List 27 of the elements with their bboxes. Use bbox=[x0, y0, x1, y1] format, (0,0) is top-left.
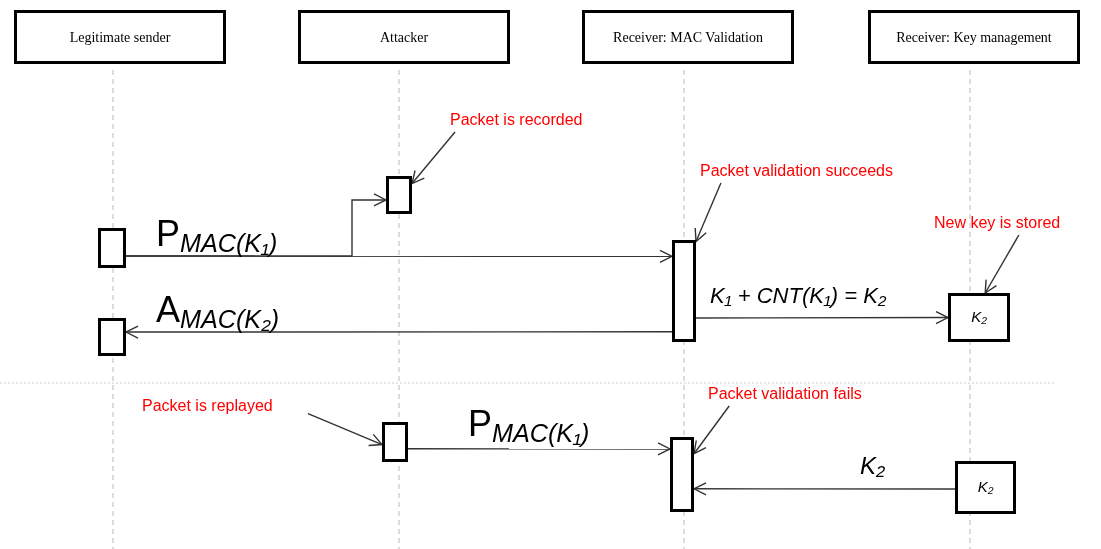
activation-bar bbox=[98, 318, 126, 356]
leader-arrow bbox=[984, 234, 1020, 294]
annotation-text: Packet is replayed bbox=[142, 394, 308, 418]
activation-bar bbox=[672, 240, 696, 342]
annotation-text: Packet is recorded bbox=[450, 108, 625, 132]
annotation-text: Packet validation fails bbox=[708, 382, 908, 406]
annotation-text: New key is stored bbox=[934, 211, 1098, 235]
leader-arrow bbox=[411, 131, 456, 185]
message-arrow bbox=[125, 193, 387, 257]
activation-bar bbox=[386, 176, 412, 214]
activation-bar bbox=[670, 437, 694, 512]
participant-box: Attacker bbox=[298, 10, 510, 64]
participant-box: Receiver: MAC Validation bbox=[582, 10, 794, 64]
annotation-text: Packet validation succeeds bbox=[700, 159, 948, 183]
leader-arrow bbox=[307, 412, 383, 447]
leader-arrow bbox=[694, 182, 722, 243]
participant-box: Receiver: Key management bbox=[868, 10, 1080, 64]
activation-bar bbox=[382, 422, 408, 462]
activation-bar bbox=[98, 228, 126, 268]
participant-box: Legitimate sender bbox=[14, 10, 226, 64]
message-arrow bbox=[125, 325, 673, 339]
leader-arrow bbox=[693, 405, 730, 455]
message-arrow bbox=[693, 482, 956, 496]
key-box: K₂ bbox=[955, 461, 1016, 514]
message-arrow bbox=[407, 442, 671, 456]
key-box: K₂ bbox=[948, 293, 1010, 342]
message-arrow bbox=[695, 310, 949, 325]
